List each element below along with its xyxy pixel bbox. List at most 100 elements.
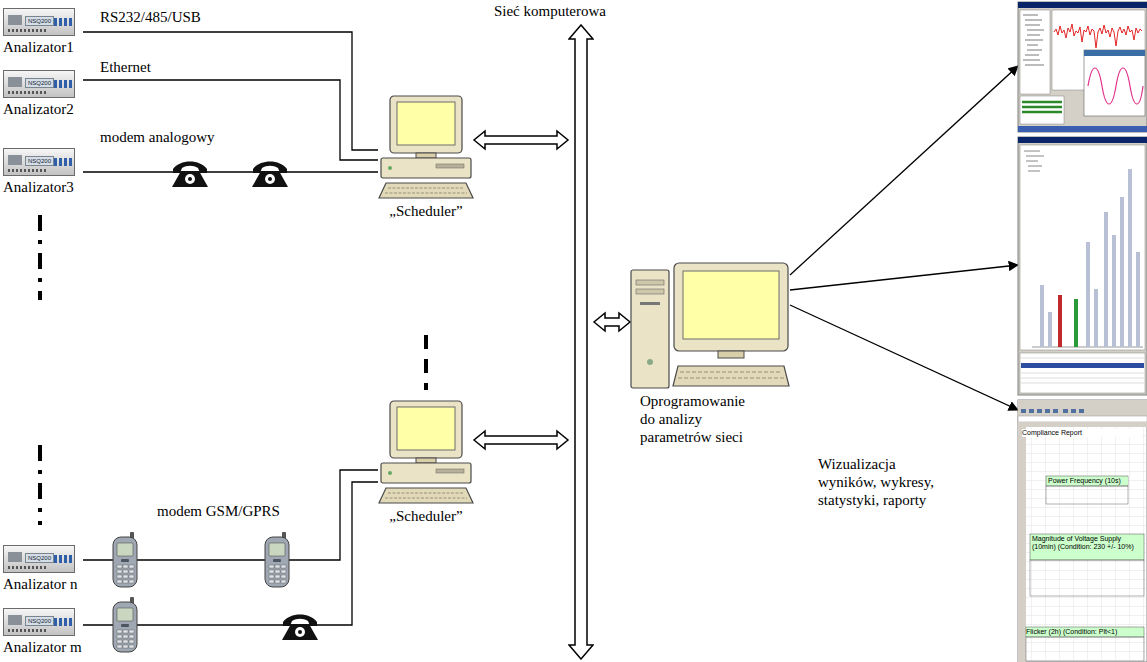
computer-label: „Scheduler” [378, 202, 474, 220]
connection-line [83, 171, 378, 172]
bar-chart-screenshot [1104, 212, 1108, 347]
continuation-dashes [424, 335, 428, 390]
connection-line [790, 305, 1018, 410]
analyzer: NSQ200Analizator1 [3, 8, 83, 56]
waveform-screenshot [1023, 15, 1044, 65]
report-screenshot [1030, 560, 1144, 596]
device-buttons [54, 18, 72, 26]
bar-chart-screenshot [1048, 312, 1052, 347]
scheduler-computer: „Scheduler” [378, 400, 474, 525]
computer-picture-area [378, 95, 474, 200]
analyzer: NSQ200Analizator n [3, 545, 83, 593]
mobile-phone-icon [113, 597, 137, 652]
bar-chart-screenshot [1020, 145, 1145, 350]
bar-chart-screenshot [1094, 289, 1098, 347]
screenshot: Compliance ReportPower Frequency (10s)Ma… [1018, 400, 1147, 662]
connection-line [790, 66, 1018, 275]
bar-chart-screenshot [1074, 299, 1078, 347]
waveform-screenshot [1054, 24, 1142, 48]
device-label: Analizator2 [3, 100, 83, 118]
device-buttons [54, 555, 72, 563]
analyzer: NSQ200Analizator3 [3, 148, 83, 196]
device-logo [8, 615, 22, 625]
network-bus: Sieć komputerowa [568, 24, 594, 660]
bar-chart-screenshot [1020, 353, 1145, 393]
continuation-dashes [38, 445, 42, 525]
report-screenshot [1046, 476, 1128, 486]
device-logo [8, 155, 22, 165]
bar-chart-screenshot [1136, 252, 1140, 347]
mobile-phone-icon [113, 532, 289, 652]
network-bus-arrow [568, 24, 594, 660]
device-buttons [54, 618, 72, 626]
device-model: NSQ200 [25, 156, 54, 166]
analysis-computer: Oprogramowanie do analizy parametrów sie… [630, 262, 790, 446]
network-label: Sieć komputerowa [494, 2, 606, 20]
device-leds [8, 629, 48, 632]
report-screenshot [1018, 400, 1147, 406]
bar-chart-screenshot [1021, 363, 1144, 368]
report-screenshot [1026, 637, 1144, 661]
report-screenshot [1018, 406, 1147, 416]
analyzer: NSQ200Analizator2 [3, 70, 83, 118]
scheduler-computer-picture [379, 96, 473, 503]
waveform-screenshot [1022, 102, 1062, 112]
device-buttons [54, 158, 72, 166]
report-text: Compliance Report [1022, 429, 1142, 437]
network-link-arrow [474, 431, 568, 449]
device-logo [8, 77, 22, 87]
report-text: Flicker (2h) (Condition: Plt<1) [1026, 628, 1143, 636]
connection-label: modem GSM/GPRS [155, 502, 282, 520]
bar-chart-screenshot [1058, 295, 1062, 347]
telephone-icon [252, 162, 288, 188]
telephone-icon [172, 162, 318, 641]
report-screenshot [1030, 534, 1144, 560]
device-model: NSQ200 [25, 16, 54, 26]
connection-line [83, 32, 378, 150]
bar-chart-screenshot [1128, 169, 1132, 347]
bar-chart-screenshot [1018, 137, 1147, 395]
waveform-screenshot [1018, 2, 1147, 132]
device-label: Analizator n [3, 575, 83, 593]
device-leds [8, 29, 48, 32]
connection-label: RS232/485/USB [98, 8, 203, 26]
waveform-screenshot [1084, 50, 1145, 116]
analysis-computer-picture [631, 263, 789, 388]
device-label: Analizator3 [3, 178, 83, 196]
network-bus-arrow [569, 25, 593, 659]
connection-line [790, 265, 1018, 290]
connection-line [83, 80, 378, 160]
bar-chart-screenshot [1112, 235, 1116, 347]
network-link-arrow [474, 131, 568, 149]
device-front: NSQ200 [3, 148, 75, 176]
waveform-screenshot [1020, 10, 1050, 94]
report-screenshot [1018, 422, 1026, 662]
device-leds [8, 566, 48, 569]
waveform-screenshot [1018, 126, 1147, 132]
device-front: NSQ200 [3, 8, 75, 36]
report-screenshot [1026, 627, 1144, 637]
bar-chart-screenshot [1040, 285, 1044, 347]
bar-chart-screenshot [1018, 137, 1147, 395]
continuation-dashes [40, 215, 426, 525]
waveform-screenshot [1088, 68, 1143, 104]
telephone-icon [282, 615, 318, 641]
report-screenshot [1018, 400, 1147, 662]
computer-label: „Scheduler” [378, 507, 474, 525]
report-screenshot [1018, 416, 1147, 422]
computer-label: Oprogramowanie do analizy parametrów sie… [640, 392, 752, 446]
scheduler-computer-picture [379, 401, 473, 503]
device-model: NSQ200 [25, 78, 54, 88]
report-screenshot [1018, 400, 1147, 662]
device-label: Analizator1 [3, 38, 83, 56]
waveform-screenshot [1018, 2, 1147, 132]
mobile-phone-icon [265, 532, 289, 587]
mobile-phone-icon [113, 532, 137, 587]
telephone-icon [172, 162, 208, 188]
bar-chart-screenshot [1021, 358, 1144, 383]
report-screenshot [1018, 422, 1147, 427]
computer-picture-area [378, 400, 474, 505]
report-text: Magnitude of Voltage Supply (10min) (Con… [1032, 535, 1142, 551]
